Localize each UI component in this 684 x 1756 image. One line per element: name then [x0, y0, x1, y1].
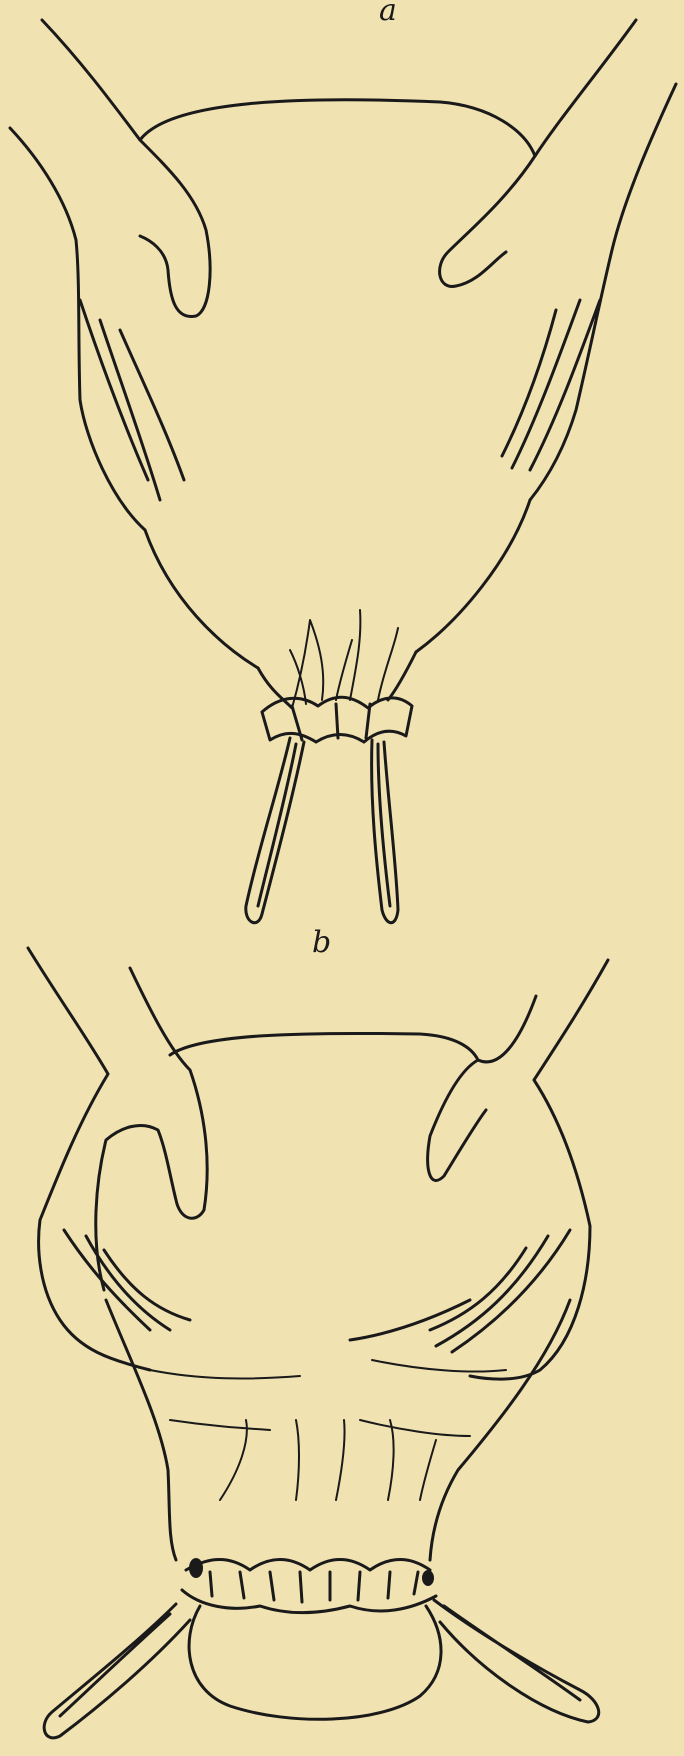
figure-b-right-tie [434, 1600, 599, 1722]
figure-a-bag-outline [140, 100, 535, 668]
figure-a [10, 20, 676, 923]
figure-b-pouch [189, 1606, 441, 1719]
figure-b-bag-top [170, 1033, 478, 1060]
figure-b [28, 948, 608, 1738]
figure-a-right-hand [440, 20, 676, 500]
figure-a-right-tie [372, 740, 398, 923]
figure-b-right-hand [350, 960, 608, 1379]
figure-b-label: b [312, 928, 331, 958]
figure-b-ruffle [182, 1560, 436, 1613]
figure-b-bag-body [106, 1300, 570, 1560]
figure-b-right-knot [422, 1570, 434, 1586]
figure-b-left-hand [28, 948, 207, 1370]
figure-a-label: a [379, 0, 397, 26]
figure-a-left-tie [246, 738, 304, 923]
figure-a-left-hand [10, 20, 210, 530]
figure-b-left-tie [44, 1604, 190, 1738]
figure-a-bag-pleats [290, 610, 398, 708]
figure-b-left-knot [189, 1558, 203, 1578]
